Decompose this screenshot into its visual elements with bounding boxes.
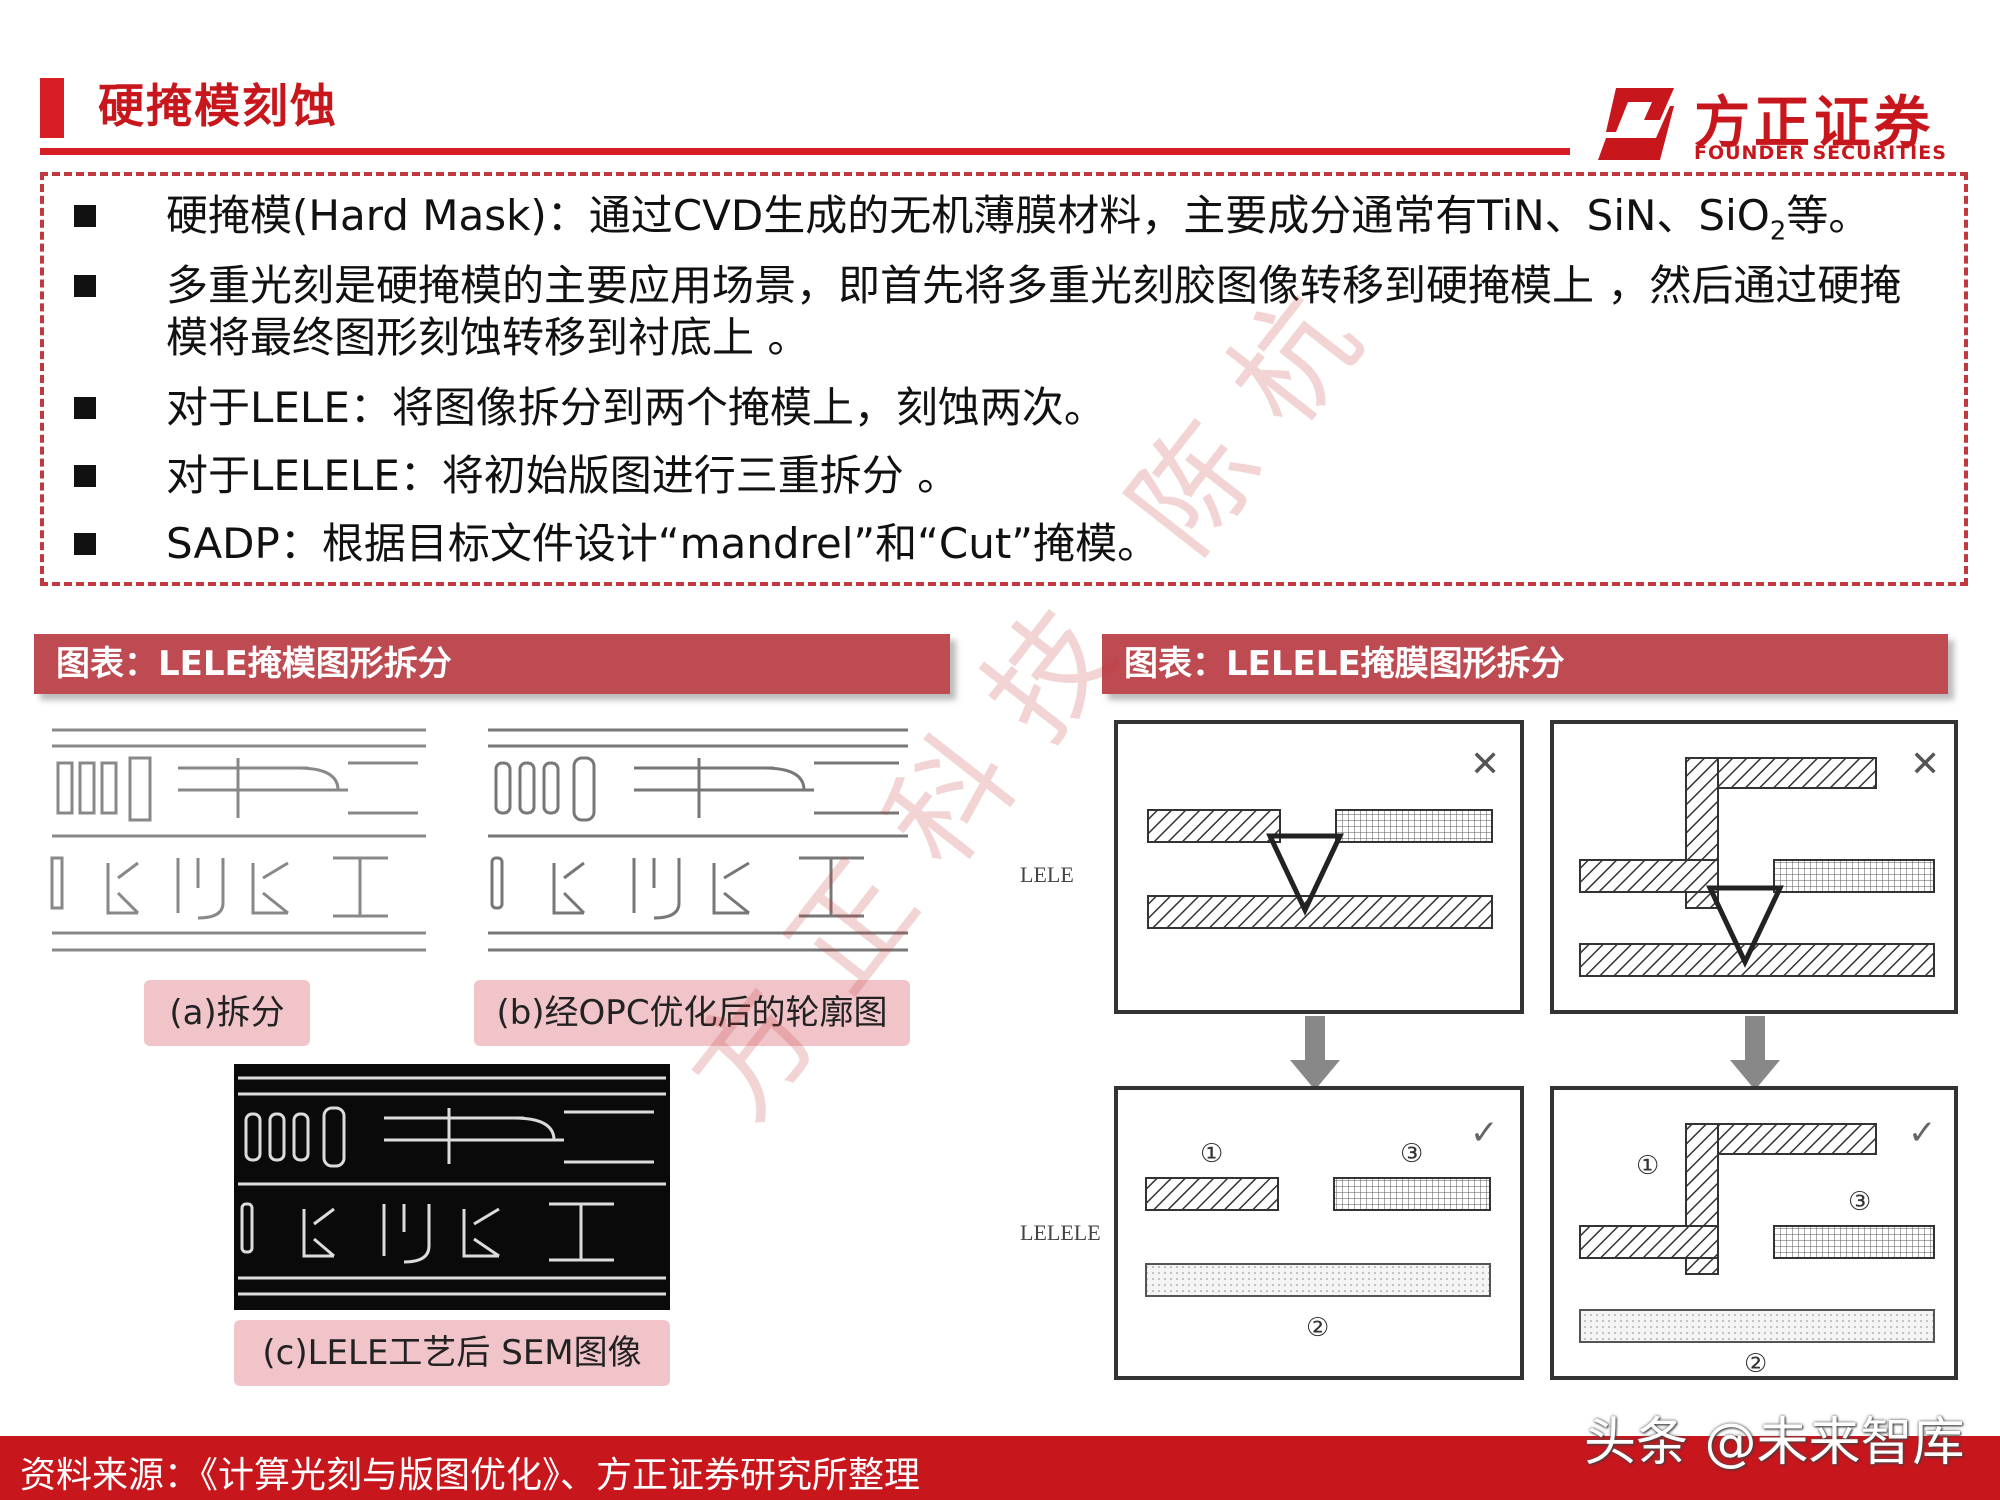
row-label-lelele: LELELE [1020, 1220, 1101, 1245]
lele-split-pattern-image [48, 718, 430, 968]
founder-logo-mark-icon [1598, 88, 1674, 160]
bullet-item: SADP：根据目标文件设计“mandrel”和“Cut”掩模。 [74, 518, 1159, 570]
page-title: 硬掩模刻蚀 [98, 79, 338, 133]
label-three: ③ [1848, 1187, 1871, 1217]
chart-right-header: 图表：LELELE掩膜图形拆分 [1102, 634, 1948, 694]
bullet-square-icon [74, 204, 96, 227]
check-mark: ✓ [1470, 1113, 1499, 1153]
bullet-text: 对于LELELE：将初始版图进行三重拆分 。 [166, 451, 960, 500]
lele-opc-contour-image [484, 718, 912, 968]
logo-english-name: FOUNDER SECURITIES [1694, 142, 1947, 164]
lele-sem-image [234, 1064, 670, 1310]
bullet-text: 模将最终图形刻蚀转移到衬底上 。 [166, 313, 810, 362]
logo-chinese-name: 方正证券 [1694, 91, 1934, 156]
row-label-lele: LELE [1020, 862, 1074, 887]
label-one: ① [1200, 1139, 1223, 1169]
label-three: ③ [1400, 1139, 1423, 1169]
check-mark: ✓ [1908, 1113, 1937, 1153]
toutiao-watermark: 头条 @未来智库 [1584, 1413, 1965, 1473]
source-note: 资料来源：《计算光刻与版图优化》、方正证券研究所整理 [20, 1455, 921, 1496]
lelele-split-diagram: LELE LELELE ✕ ✕ ① ③ ② ✓ ① ③ ② ✓ [1020, 720, 1958, 1380]
caption-b: (b)经OPC优化后的轮廓图 [474, 980, 910, 1046]
chart-left-header: 图表：LELE掩模图形拆分 [34, 634, 950, 694]
caption-a: (a)拆分 [144, 980, 310, 1046]
bullet-text: 多重光刻是硬掩模的主要应用场景，即首先将多重光刻胶图像转移到硬掩模上 ，然后通过… [166, 261, 1902, 310]
founder-logo: 方正证券 FOUNDER SECURITIES [1598, 78, 1946, 168]
bullet-item: 多重光刻是硬掩模的主要应用场景，即首先将多重光刻胶图像转移到硬掩模上 ，然后通过… [74, 260, 1901, 312]
bullet-square-icon [74, 532, 96, 555]
label-two: ② [1744, 1349, 1767, 1379]
label-two: ② [1306, 1313, 1329, 1343]
bullet-text: SADP：根据目标文件设计“mandrel”和“Cut”掩模。 [166, 519, 1160, 568]
bullet-box: 硬掩模(Hard Mask)：通过CVD生成的无机薄膜材料，主要成分通常有TiN… [40, 172, 1968, 586]
bullet-item: 硬掩模(Hard Mask)：通过CVD生成的无机薄膜材料，主要成分通常有TiN… [74, 190, 1870, 246]
bullet-square-icon [74, 396, 96, 419]
cross-mark: ✕ [1470, 744, 1500, 785]
bullet-square-icon [74, 274, 96, 297]
cross-mark: ✕ [1910, 744, 1940, 785]
caption-c: (c)LELE工艺后 SEM图像 [234, 1320, 670, 1386]
bullet-text: 硬掩模(Hard Mask)：通过CVD生成的无机薄膜材料，主要成分通常有TiN… [166, 191, 1770, 240]
bullet-square-icon [74, 464, 96, 487]
bullet-subscript: 2 [1769, 216, 1787, 247]
bullet-text: 对于LELE：将图像拆分到两个掩模上，刻蚀两次。 [166, 383, 1106, 432]
bullet-item: 对于LELE：将图像拆分到两个掩模上，刻蚀两次。 [74, 382, 1106, 434]
bullet-item: 对于LELELE：将初始版图进行三重拆分 。 [74, 450, 959, 502]
footer-bar [0, 1436, 2000, 1500]
label-one: ① [1636, 1151, 1659, 1181]
bullet-text-tail: 等。 [1786, 191, 1871, 240]
title-accent-bar [40, 78, 64, 138]
title-divider [40, 148, 1570, 155]
